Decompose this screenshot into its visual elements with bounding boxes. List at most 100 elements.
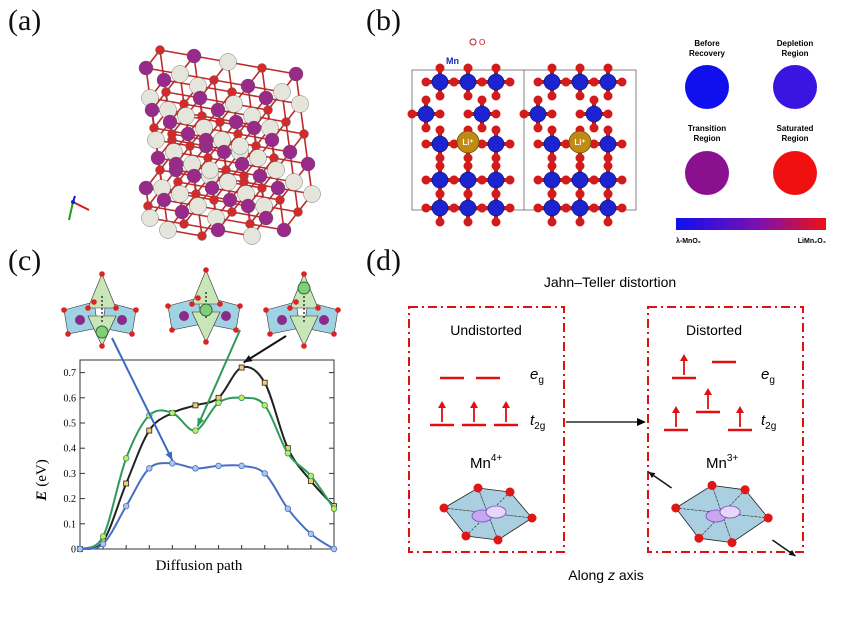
- manganese-atom: [75, 315, 85, 325]
- manganese-atom: [192, 90, 208, 106]
- oxygen-atom: [575, 217, 585, 227]
- lithium-atom: [225, 95, 243, 113]
- oxygen-atom: [463, 91, 473, 101]
- manganese-atom: [138, 180, 154, 196]
- lithium-atom: [159, 221, 177, 239]
- oxygen-atom: [217, 301, 223, 307]
- oxygen-atom: [463, 63, 473, 73]
- manganese-atom: [319, 315, 329, 325]
- oxygen-atom: [727, 538, 737, 548]
- oxygen-atom: [461, 531, 471, 541]
- lithium-atom: [219, 173, 237, 191]
- manganese-atom: [543, 73, 561, 91]
- manganese-atom: [431, 171, 449, 189]
- series-point-1: [238, 394, 245, 401]
- oxygen-atom: [477, 95, 487, 105]
- manganese-atom: [156, 72, 172, 88]
- oxygen-atom: [91, 299, 97, 305]
- oxygen-atom: [435, 125, 445, 135]
- series-point-2: [261, 470, 268, 477]
- undistorted-levels: [430, 376, 518, 427]
- manganese-atom: [180, 126, 196, 142]
- manganese-atom: [252, 168, 268, 184]
- octahedron-edge: [675, 507, 769, 519]
- y-tick-label: 0.7: [64, 368, 77, 379]
- distorted-box: [647, 306, 804, 553]
- orbital-lobe: [719, 505, 741, 519]
- lithium-atom: [303, 185, 321, 203]
- oxygen-atom: [275, 195, 285, 205]
- oxygen-atom: [707, 480, 717, 490]
- lithium-atom: [273, 83, 291, 101]
- oxygen-atom: [463, 189, 473, 199]
- manganese-atom: [179, 311, 189, 321]
- oxygen-atom: [449, 175, 459, 185]
- oxygen-atom: [533, 203, 543, 213]
- oxygen-atom: [589, 123, 599, 133]
- jt-title: Jahn–Teller distortion: [544, 274, 676, 290]
- oxygen-atom: [203, 153, 213, 163]
- series-point-2: [99, 540, 107, 548]
- manganese-atom: [473, 105, 491, 123]
- panel-label-c: (c): [8, 244, 42, 277]
- oxygen-atom: [547, 189, 557, 199]
- lithium-atom: [189, 197, 207, 215]
- oxygen-atom: [421, 139, 431, 149]
- oxygen-atom: [179, 219, 189, 229]
- oxygen-atom: [61, 307, 67, 313]
- oxygen-atom: [763, 513, 773, 523]
- oxygen-atom: [335, 307, 341, 313]
- manganese-atom: [599, 135, 617, 153]
- oxygen-atom: [547, 153, 557, 163]
- oxygen-atom: [493, 535, 503, 545]
- crystal-structure-image: [68, 45, 321, 245]
- y-tick-label: 0.4: [64, 444, 77, 455]
- oxygen-atom: [477, 175, 487, 185]
- oxygen-atom: [267, 331, 273, 337]
- manganese-atom: [204, 180, 220, 196]
- energy-profile-figure: 00.10.20.30.40.50.60.7 Diffusion path E(…: [34, 267, 341, 574]
- left-t2g-label: t2g: [530, 412, 545, 432]
- oxygen-atom: [575, 189, 585, 199]
- y-tick-label: 0.1: [64, 519, 77, 530]
- manganese-atom: [571, 171, 589, 189]
- state-2-swatch: [773, 65, 817, 109]
- oxygen-atom: [603, 217, 613, 227]
- oxygen-atom: [237, 303, 243, 309]
- oxygen-atom: [491, 153, 501, 163]
- manganese-atom: [529, 105, 547, 123]
- oxygen-atom: [491, 217, 501, 227]
- oxygen-atom: [263, 307, 269, 313]
- lithium-atom: [267, 161, 285, 179]
- oxygen-atom: [215, 117, 225, 127]
- oxygen-atom: [99, 271, 105, 277]
- series-point-2: [146, 465, 153, 472]
- oxygen-atom: [301, 271, 307, 277]
- oxygen-atom: [227, 207, 237, 217]
- oxygen-atom: [527, 513, 537, 523]
- manganese-atom: [276, 222, 292, 238]
- manganese-atom: [543, 171, 561, 189]
- oxygen-atom: [233, 129, 243, 139]
- oxygen-atom: [533, 123, 543, 133]
- manganese-atom: [162, 114, 178, 130]
- t2g-level-spin-up-icon: [736, 406, 744, 413]
- oxygen-atom: [113, 305, 119, 311]
- oxygen-atom: [439, 503, 449, 513]
- oxygen-atom: [589, 203, 599, 213]
- manganese-atom: [288, 66, 304, 82]
- oxygen-atom: [473, 483, 483, 493]
- oxygen-atom: [491, 63, 501, 73]
- manganese-atom: [156, 192, 172, 208]
- oxygen-atom: [617, 139, 627, 149]
- series-point-2: [192, 465, 199, 472]
- oxygen-atom: [435, 91, 445, 101]
- lithium-atom: [456, 130, 480, 154]
- state-4-line2: Region: [781, 134, 808, 143]
- manganese-atom: [487, 73, 505, 91]
- lithium-atom: [568, 130, 592, 154]
- state-2-line1: Depletion: [777, 39, 814, 48]
- manganese-atom: [138, 60, 154, 76]
- series-point-2: [215, 462, 222, 470]
- oxygen-atom: [161, 87, 171, 97]
